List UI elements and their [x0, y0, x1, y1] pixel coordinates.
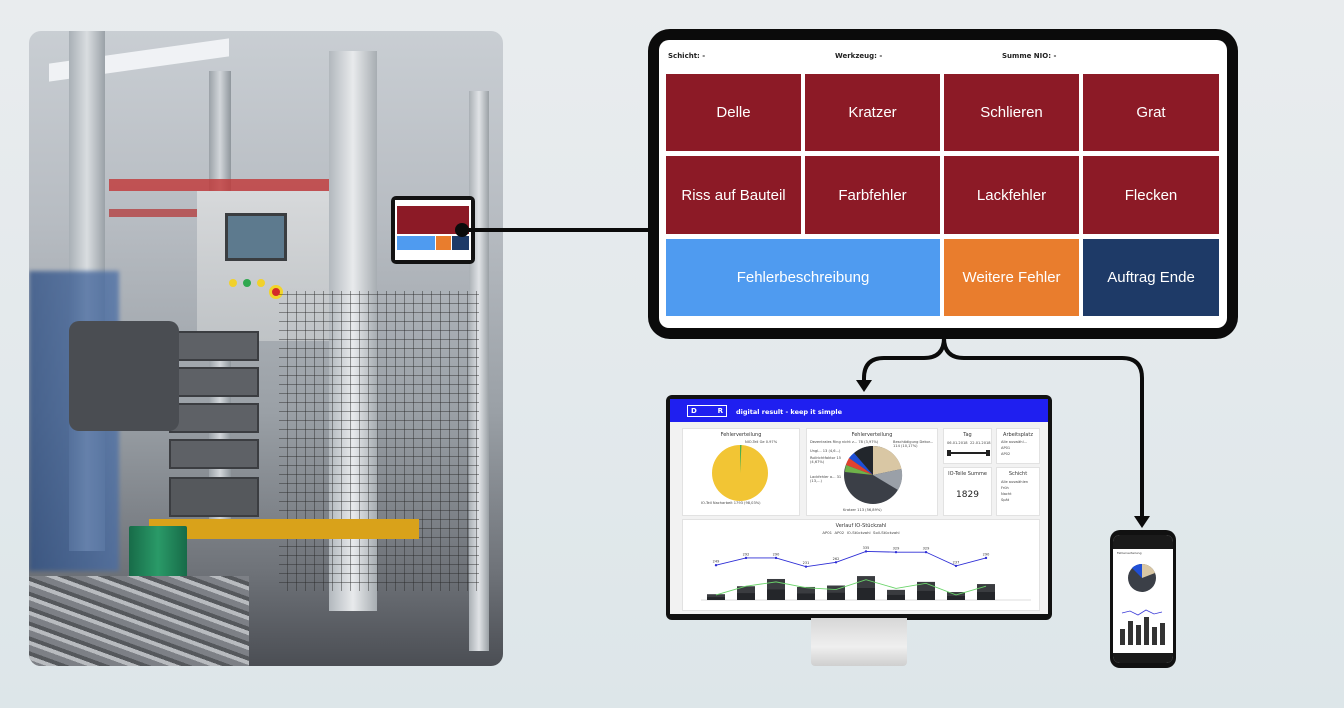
defect-button-grat[interactable]: Grat [1083, 74, 1219, 151]
trend-bar-stack [767, 589, 785, 600]
day-range-slider[interactable] [949, 452, 988, 454]
tablet-header-bar: Schicht: - Werkzeug: - Summe NIO: - [659, 40, 1227, 70]
soll-data-label: 335 [863, 546, 870, 550]
trend-bar-stack [857, 588, 875, 600]
dr-logo: D R [687, 405, 727, 417]
tablet-device: Schicht: - Werkzeug: - Summe NIO: - Dell… [648, 29, 1238, 339]
io-line [715, 579, 987, 596]
soll-data-label: 329 [923, 547, 930, 551]
tablet-screen: Schicht: - Werkzeug: - Summe NIO: - Dell… [659, 40, 1227, 328]
defect-button-schlieren[interactable]: Schlieren [944, 74, 1079, 151]
dashboard-screen: D R digital result - keep it simple Fehl… [670, 399, 1048, 614]
phone-pie-chart [1128, 563, 1156, 592]
trend-bar-stack [827, 592, 845, 600]
more-defects-button[interactable]: Weitere Fehler [944, 239, 1079, 316]
soll-point [894, 550, 898, 554]
trend-bar-stack [917, 590, 935, 600]
soll-point [714, 564, 718, 567]
trend-bar-stack [737, 593, 755, 600]
day-slider-handle-start[interactable] [947, 450, 951, 456]
trend-bar [887, 589, 905, 600]
soll-data-label: 249 [713, 560, 720, 564]
day-filter-card: Tag 06.01.2018 22.01.2018 [943, 428, 992, 464]
trend-bar-stack [977, 592, 995, 600]
order-end-button[interactable]: Auftrag Ende [1083, 239, 1219, 316]
trend-chart: 249 292 290 231 262 335 329 329 237 290 [701, 546, 1031, 601]
soll-data-label: 329 [893, 547, 900, 551]
defect-button-lackfehler[interactable]: Lackfehler [944, 156, 1079, 234]
soll-point [924, 550, 928, 554]
trend-chart-card: Verlauf IO-Stückzahl AP01 AP02 IO-Stückz… [682, 519, 1040, 611]
soll-data-label: 290 [773, 552, 780, 556]
defect-button-delle[interactable]: Delle [666, 74, 801, 151]
soll-data-label: 290 [983, 552, 990, 556]
monitor-stand [811, 618, 907, 666]
trend-bar-stack [797, 593, 815, 600]
soll-data-label: 262 [833, 557, 840, 561]
trend-bar-stack [887, 594, 905, 600]
pie-card-1: Fehlerverteilung NIO-Teil Ge 0.97% IO-Te… [682, 428, 800, 516]
nio-sum-label: Summe NIO: - [1002, 52, 1057, 60]
pie-card-2: Fehlerverteilung Dezentrales Ring nicht … [806, 428, 938, 516]
soll-data-label: 231 [803, 561, 810, 565]
trend-bar-stack [707, 597, 725, 600]
mounted-tablet-thumbnail [391, 196, 475, 264]
io-sum-value: 1829 [956, 490, 979, 500]
day-slider-handle-end[interactable] [986, 450, 990, 456]
phone-bar-chart [1120, 609, 1165, 645]
soll-data-label: 237 [953, 560, 960, 564]
pie-chart-1 [712, 444, 768, 501]
dashboard-tagline: digital result - keep it simple [736, 408, 843, 416]
soll-point [774, 556, 778, 560]
defect-button-riss[interactable]: Riss auf Bauteil [666, 156, 801, 234]
shift-filter-card: Schicht Alle auswählen Früh Nacht Spät [996, 467, 1040, 516]
trend-bar [707, 594, 725, 600]
pie-chart-2 [844, 445, 903, 504]
tool-label: Werkzeug: - [835, 52, 883, 60]
dashboard-header: D R digital result - keep it simple [670, 399, 1048, 422]
soll-point [804, 565, 808, 568]
trend-legend: AP01 AP02 IO-Stückzahl Soll-Stückzahl [822, 530, 900, 535]
smartphone: Fehlerverteilung [1110, 530, 1176, 668]
trend-bar-stack [947, 596, 965, 600]
soll-line [715, 550, 987, 568]
shift-label: Schicht: - [668, 52, 706, 60]
soll-point [984, 556, 988, 560]
defect-button-kratzer[interactable]: Kratzer [805, 74, 940, 151]
desktop-monitor: D R digital result - keep it simple Fehl… [666, 395, 1052, 620]
soll-point [744, 556, 748, 560]
soll-point [954, 564, 958, 568]
workplace-filter-card: Arbeitsplatz Alle auswähl... AP01 AP02 [996, 428, 1040, 464]
defect-button-farbfehler[interactable]: Farbfehler [805, 156, 940, 234]
description-button[interactable]: Fehlerbeschreibung [666, 239, 940, 316]
soll-point [864, 550, 868, 553]
soll-data-label: 292 [743, 552, 750, 556]
defect-button-flecken[interactable]: Flecken [1083, 156, 1219, 234]
io-sum-card: IO-Teile Summe 1829 [943, 467, 992, 516]
phone-screen: Fehlerverteilung [1113, 535, 1173, 663]
soll-point [834, 561, 838, 564]
